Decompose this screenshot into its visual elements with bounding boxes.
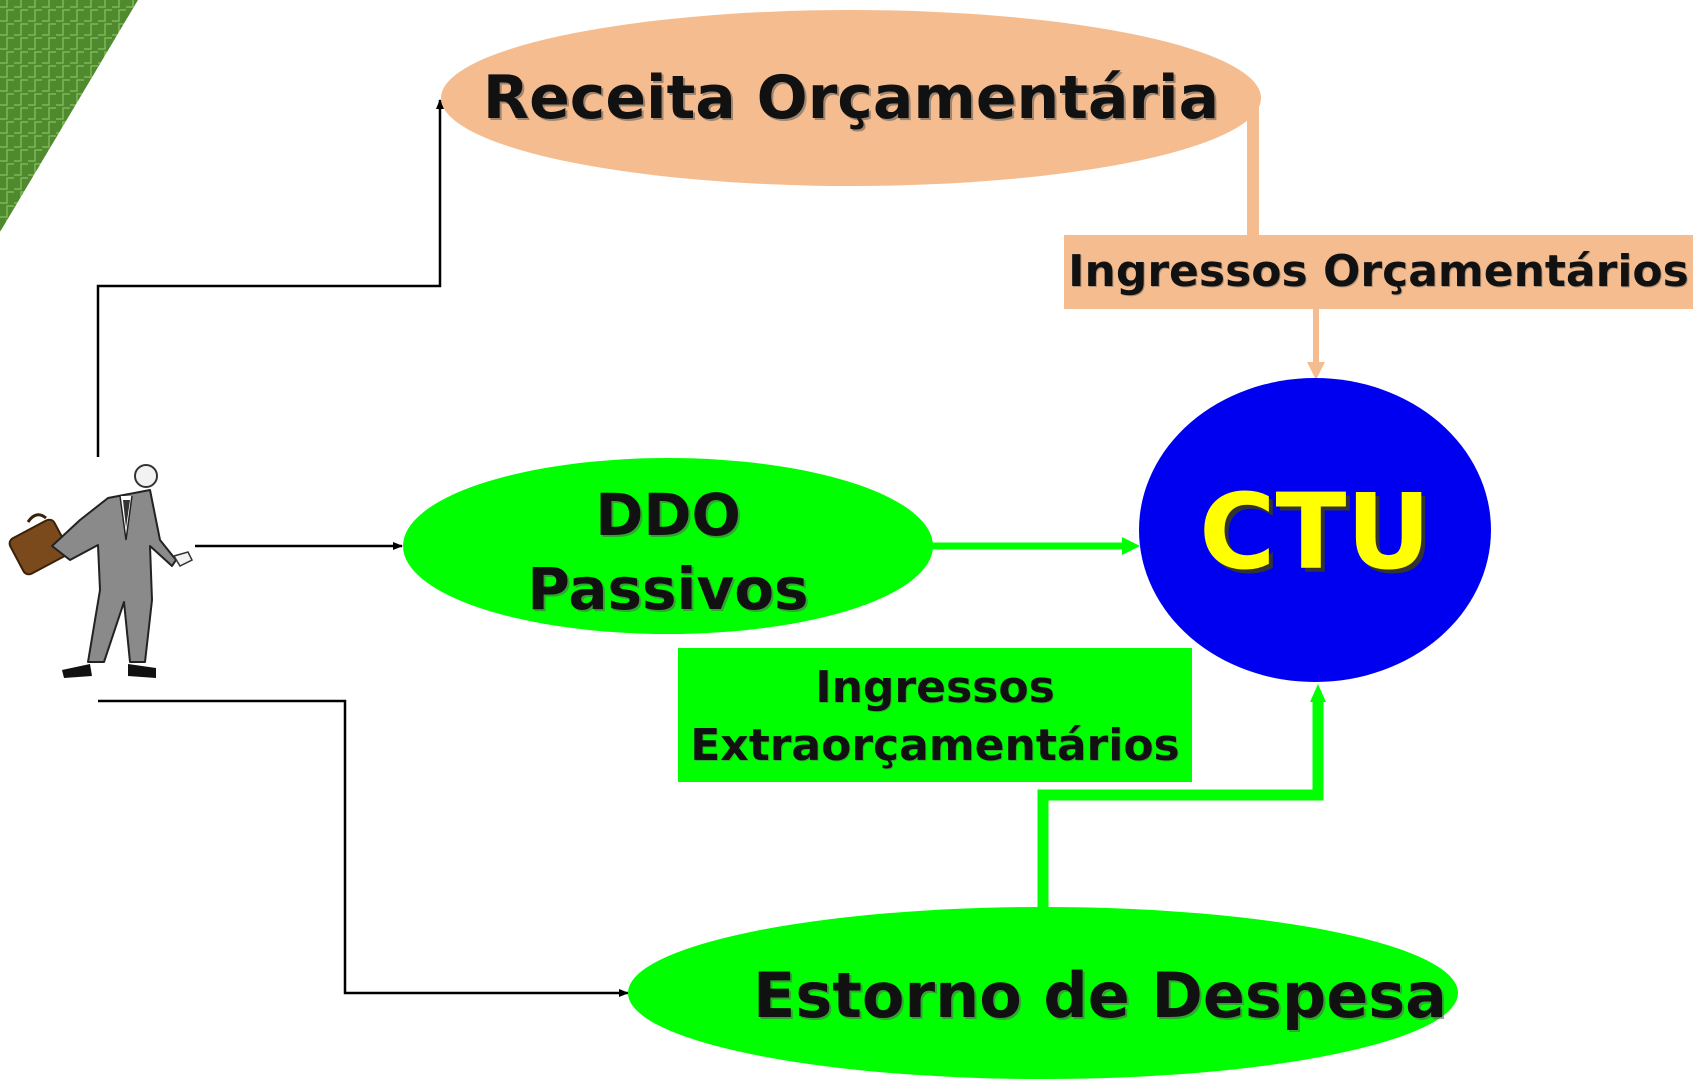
connector-estorno-to-ctu	[1037, 684, 1326, 910]
ctu-label: CTU	[1199, 471, 1431, 593]
connector-to-receita	[96, 99, 444, 457]
ingressos-extra-label-line2: Extraorçamentários	[690, 720, 1180, 771]
connector-ddo-to-ctu	[930, 537, 1140, 555]
connector-receita-to-ctu	[1247, 105, 1325, 380]
corner-decoration	[0, 0, 138, 232]
estorno-ellipse	[628, 907, 1458, 1079]
ingressos-orcamentarios-label: Ingressos Orçamentários	[1068, 246, 1689, 297]
ddo-label-line2: Passivos	[527, 555, 809, 623]
ingressos-orcamentarios-box	[1064, 235, 1693, 309]
connector-to-estorno	[98, 699, 629, 997]
ddo-label-line1: DDO	[595, 481, 741, 549]
businessman-icon	[8, 464, 194, 678]
ingressos-extra-label-line1: Ingressos	[815, 662, 1055, 713]
receita-label: Receita Orçamentária	[482, 63, 1220, 133]
estorno-label: Estorno de Despesa	[753, 959, 1447, 1032]
ingressos-extra-box	[678, 648, 1192, 782]
receita-ellipse	[441, 10, 1261, 186]
ddo-ellipse	[403, 458, 933, 634]
ctu-circle	[1139, 378, 1491, 682]
